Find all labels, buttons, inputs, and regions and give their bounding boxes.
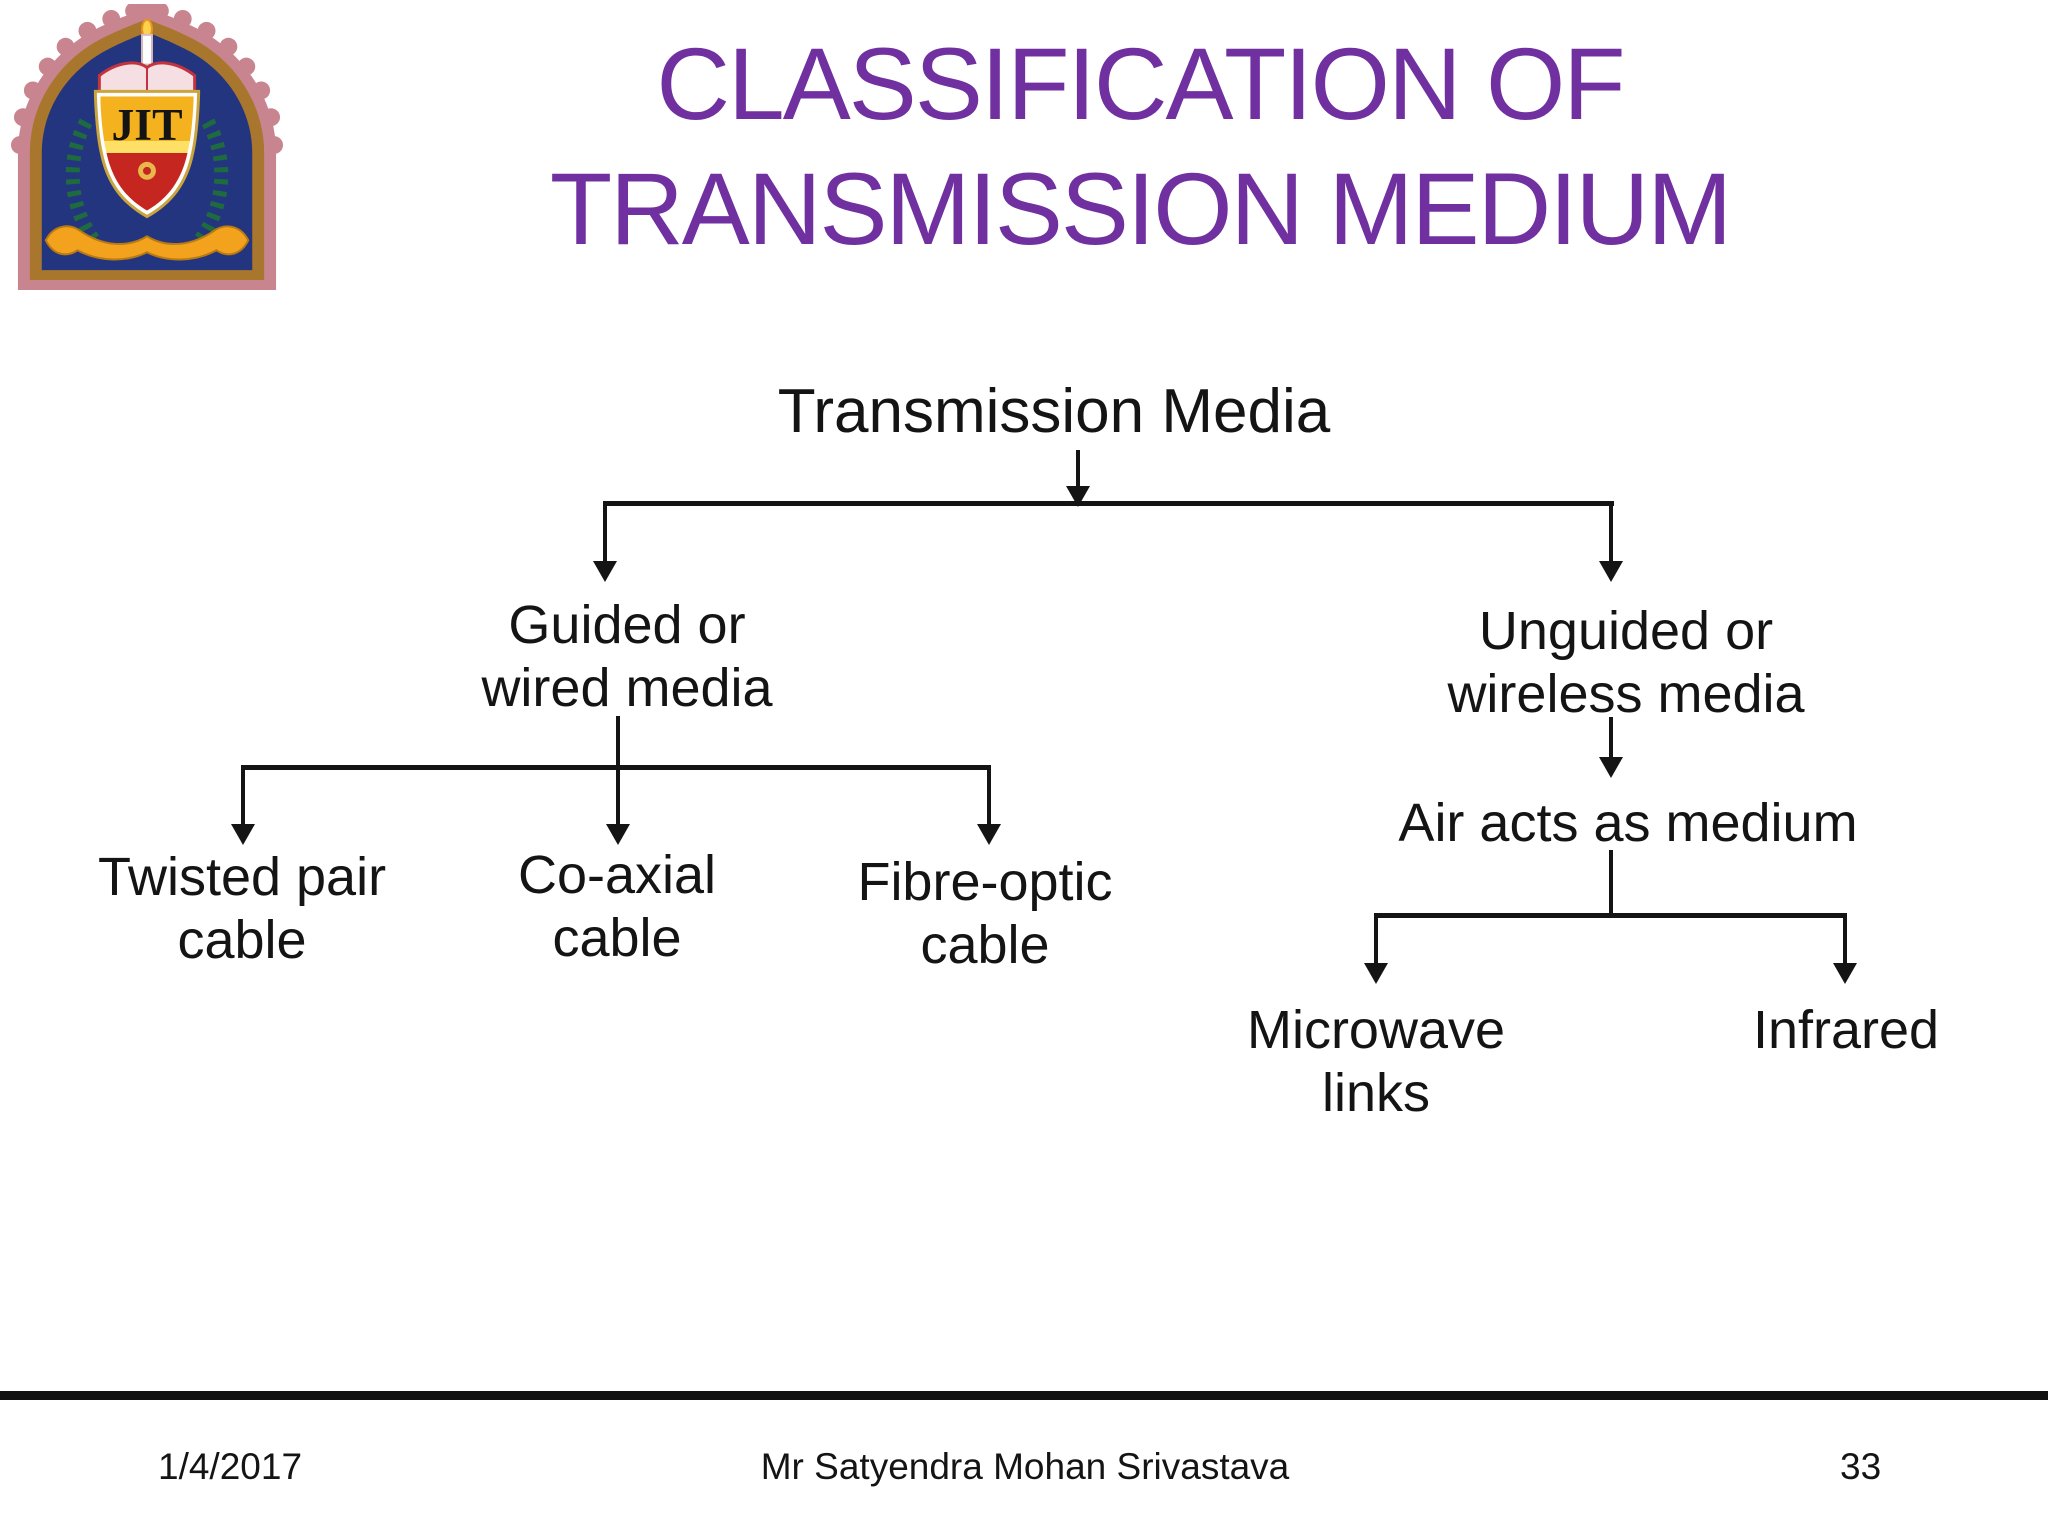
connector-air-drop (1609, 850, 1613, 917)
node-fibre-line1: Fibre-optic (857, 852, 1113, 912)
node-air-acts-as-medium: Air acts as medium (1398, 793, 1858, 853)
node-coaxial-cable: Co-axial cable (417, 844, 817, 969)
arrowhead-down-icon (1599, 757, 1623, 778)
node-twisted-line1: Twisted pair (97, 847, 387, 907)
logo-candle-icon (141, 18, 153, 66)
connector-guided-horizontal (243, 765, 989, 770)
slide-title-line2: TRANSMISSION MEDIUM (549, 152, 1732, 267)
footer-page-number: 33 (1840, 1446, 1882, 1487)
slide-title: CLASSIFICATION OF TRANSMISSION MEDIUM (190, 22, 2048, 273)
footer-author: Mr Satyendra Mohan Srivastava (760, 1446, 1290, 1487)
node-guided-wired-media: Guided or wired media (427, 594, 827, 719)
connector-air-stem (1609, 717, 1613, 759)
logo-laurel-wreath-icon (65, 112, 229, 244)
arrowhead-down-icon (1599, 561, 1623, 582)
connector-root-stem (1076, 450, 1080, 490)
footer-divider (0, 1391, 2048, 1400)
arrowhead-down-icon (1833, 963, 1857, 984)
arrowhead-down-icon (606, 824, 630, 845)
node-twisted-line2: cable (177, 909, 307, 970)
connector-unguided-drop (1609, 501, 1613, 563)
node-microwave-links: Microwave links (1176, 999, 1576, 1124)
node-unguided-line2: wireless media (1447, 663, 1805, 724)
connector-main-horizontal (605, 501, 1614, 506)
connector-twisted-drop (241, 765, 245, 826)
node-guided-line2: wired media (481, 657, 773, 718)
connector-guided-stem (616, 716, 620, 826)
logo-ribbon-icon (44, 225, 250, 261)
arrowhead-down-icon (1364, 963, 1388, 984)
logo-monogram: JIT (111, 99, 182, 150)
node-fibre-optic-cable: Fibre-optic cable (785, 851, 1185, 976)
node-unguided-line1: Unguided or (1478, 601, 1774, 661)
arrowhead-down-icon (593, 561, 617, 582)
node-guided-line1: Guided or (508, 595, 746, 655)
footer-date: 1/4/2017 (158, 1446, 303, 1487)
institution-logo: JIT (10, 4, 284, 290)
node-coaxial-line2: cable (552, 907, 682, 968)
node-transmission-media: Transmission Media (777, 377, 1331, 446)
connector-microwave-drop (1374, 913, 1378, 965)
connector-air-horizontal (1376, 913, 1847, 918)
node-twisted-pair-cable: Twisted pair cable (42, 846, 442, 971)
connector-guided-drop (603, 501, 607, 563)
connector-fibre-drop (987, 765, 991, 826)
slide-title-line1: CLASSIFICATION OF (656, 27, 1625, 141)
node-microwave-line1: Microwave (1246, 1000, 1506, 1060)
node-coaxial-line1: Co-axial (517, 845, 717, 905)
node-infrared: Infrared (1752, 1000, 1940, 1060)
arrowhead-down-icon (231, 824, 255, 845)
arrowhead-down-icon (977, 824, 1001, 845)
node-unguided-wireless-media: Unguided or wireless media (1426, 600, 1826, 725)
node-microwave-line2: links (1321, 1062, 1431, 1123)
connector-infrared-drop (1843, 913, 1847, 965)
node-fibre-line2: cable (920, 914, 1050, 975)
